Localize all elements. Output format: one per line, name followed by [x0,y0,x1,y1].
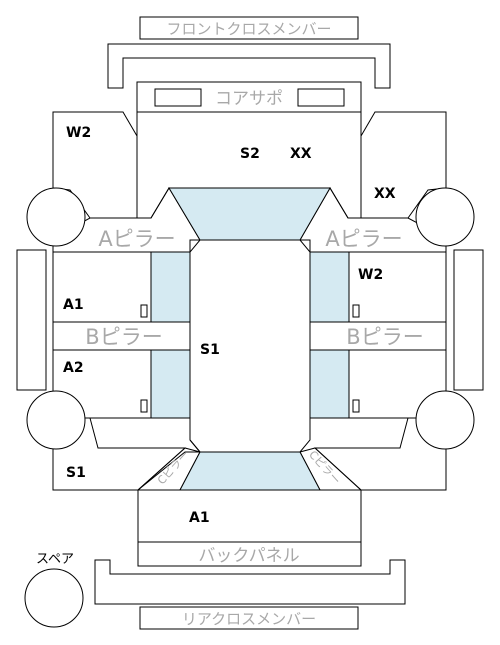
grade-trunk: A1 [189,510,210,526]
grade-front-right-fender: XX [374,186,396,202]
front-bumper-bracket[interactable] [107,43,391,89]
right-side-sill[interactable] [453,249,484,391]
grade-roof-front: S2 [240,146,260,162]
a-pillar-left-label: Aピラー [98,227,175,251]
back-panel-label: バックパネル [198,546,299,566]
front-right-wheel[interactable] [415,187,475,247]
core-support-right-slot [297,88,345,107]
trunk-lid[interactable] [137,489,362,543]
grade-left-rear-quarter: S1 [66,465,86,481]
spare-label: スペア [36,552,74,567]
grade-right-front-door: W2 [358,267,383,283]
core-support-left-slot [154,88,202,107]
a-pillar-right-label: Aピラー [325,227,402,251]
front-left-wheel[interactable] [26,187,86,247]
front-cross-member-box[interactable] [139,16,359,40]
right-front-fender[interactable] [360,111,447,219]
right-rear-door-handle [352,399,360,413]
grade-roof: S1 [200,342,220,358]
left-side-sill[interactable] [16,249,47,391]
left-rear-door-handle [140,399,148,413]
right-front-window[interactable] [309,251,350,323]
b-pillar-left-label: Bピラー [85,325,162,349]
rear-right-wheel[interactable] [415,390,475,450]
core-support-label: コアサポ [215,89,283,109]
rear-left-wheel[interactable] [26,390,86,450]
grade-left-rear-door: A2 [63,360,84,376]
back-panel-box[interactable] [137,541,362,567]
b-pillar-right-label: Bピラー [346,325,423,349]
rear-bumper-bracket[interactable] [94,559,406,605]
rear-window-glass[interactable] [179,451,321,491]
left-front-window[interactable] [150,251,191,323]
right-front-door-handle [352,304,360,318]
left-front-door-handle [140,304,148,318]
right-rear-window[interactable] [309,349,350,419]
spare-tire[interactable] [24,568,84,628]
grade-front-panel: XX [290,146,312,162]
rear-cross-member-box[interactable] [139,606,359,630]
rear-cross-member-label: リアクロスメンバー [182,610,316,628]
grade-front-left-fender: W2 [66,125,91,141]
front-cross-member-label: フロントクロスメンバー [166,20,331,38]
left-c-pillar[interactable] [53,439,202,491]
left-rear-window[interactable] [150,349,191,419]
grade-left-front-door: A1 [63,297,84,313]
windshield-glass[interactable] [168,187,331,241]
